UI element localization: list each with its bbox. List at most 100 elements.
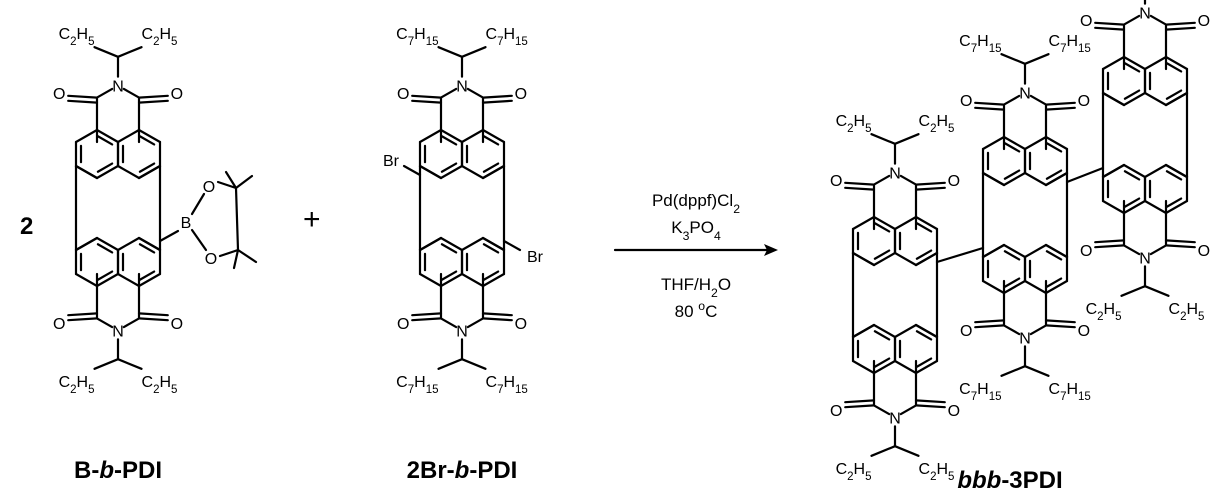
reactant2-imide-bond — [439, 317, 458, 329]
reactant1-ethyl-group-part: 2 — [153, 384, 159, 396]
product-pdi-2-heptyl-group-part: C — [959, 381, 971, 398]
product-pdi-1-core-bond — [851, 251, 876, 267]
product-pdi-2-heptyl-group: C7H15 — [959, 381, 1001, 403]
product-pdi-2-ring-bond — [1023, 171, 1048, 187]
reactant2-carbonyl — [481, 312, 513, 317]
product-pdi-3-ring-bond — [1143, 91, 1168, 107]
product-pdi-1-ethyl-group: C2H5 — [919, 113, 955, 135]
product-pdi-1-ring-bond — [915, 249, 933, 260]
reactant1-ethyl-group-part: C — [142, 26, 154, 43]
product-pdi-1-ethyl-group-part: H — [936, 461, 948, 478]
product-pdi-3-ethyl-group: C2H5 — [1086, 301, 1122, 323]
reactant1-carbonyl — [137, 317, 169, 322]
product-pdi-1-oxygen-atom: O — [830, 173, 842, 190]
product-pdi-3-ethyl-group-part: 2 — [1180, 311, 1186, 323]
reactant2-nitrogen-atom: N — [456, 79, 468, 96]
product-pdi-3-ethyl-group-part: C — [1169, 301, 1181, 318]
product-pdi-2-imide-bond — [1029, 94, 1048, 106]
product-biaryl-bond — [1065, 166, 1105, 184]
product-pdi-1-imide-bond — [899, 174, 918, 186]
reactant1-oxygen-atom: O — [53, 316, 65, 333]
reactant2-nitrogen-atom: N — [456, 323, 468, 340]
reactant1-ring-bond — [138, 270, 156, 281]
reactant1-carbonyl — [67, 312, 99, 317]
product-pdi-3-imide-bond — [1122, 244, 1141, 256]
reactant2-ring-bond — [439, 272, 464, 288]
product-pdi-1-ring-bond — [893, 323, 918, 339]
product-pdi-2-imide-bond — [1002, 94, 1021, 106]
product-pdi-2-heptyl-group: C7H15 — [959, 33, 1001, 55]
product-pdi-2-core-bond — [1044, 243, 1069, 259]
product-pdi-1-ethyl-group-part: 5 — [948, 123, 954, 135]
reactant1-alkyl-bond — [93, 46, 120, 58]
reactant1-core-bond — [74, 236, 99, 252]
product-pdi-2-carbonyl — [974, 106, 1006, 111]
product-pdi-1-ethyl-group: C2H5 — [836, 113, 872, 135]
solvent-label: THF/H2O — [661, 275, 731, 300]
reactant1-ring-bond — [116, 272, 141, 288]
reactant2-carbonyl — [481, 94, 513, 99]
product-pdi-1-nitrogen-atom: N — [889, 166, 901, 183]
reactant1-ethyl-group-part: 5 — [88, 384, 94, 396]
reactant1-ring-bond — [137, 272, 162, 288]
temperature-label-part: 80 — [675, 302, 699, 321]
product-pdi-1-ethyl-group: C2H5 — [919, 461, 955, 483]
product-pdi-1-ethyl-group-part: 2 — [930, 123, 936, 135]
product-pdi-1-ring-bond — [872, 251, 897, 267]
reactant1-boronate-bond — [190, 192, 206, 216]
reactant2-heptyl-group-part: 15 — [426, 36, 439, 48]
product-pdi-1-core-bond — [914, 323, 939, 339]
product-pdi-1-ring-bond — [914, 215, 939, 231]
base-label-part: 3 — [683, 229, 690, 243]
reactant2-heptyl-group-part: 7 — [408, 36, 414, 48]
reactant2-core-bond — [481, 164, 506, 180]
reactant1-imide-bond — [122, 87, 141, 99]
reactant2-ring-bond — [460, 236, 485, 252]
reactant1-ethyl-group-part: 2 — [70, 36, 76, 48]
reactant2-name-part: -PDI — [469, 457, 517, 484]
reactant2-core-bond — [418, 164, 443, 180]
reactant1-name-part: b — [99, 457, 114, 484]
reactant1-ring-bond — [95, 164, 120, 180]
product-pdi-1-carbonyl — [914, 186, 946, 191]
product-pdi-2-imide-bond — [1029, 324, 1048, 336]
product-pdi-2-oxygen-atom: O — [960, 93, 972, 110]
product-pdi-3-imide-bond — [1149, 244, 1168, 256]
product-pdi-3-carbonyl — [1164, 21, 1196, 26]
reactant2-ring-bond — [418, 272, 443, 288]
product-pdi-1-ethyl-group-part: C — [919, 461, 931, 478]
product-pdi-1-ring-bond — [915, 222, 933, 233]
product-pdi-1-ring-bond — [893, 251, 918, 267]
product-pdi-2-heptyl-group-part: 7 — [1060, 43, 1066, 55]
product-pdi-1-ring-bond — [872, 323, 897, 339]
temperature-label: 80 oC — [675, 299, 718, 321]
reactant1-ethyl-group-part: H — [77, 374, 89, 391]
reactant1-boronate-bond — [190, 228, 208, 252]
product-pdi-1-ring-bond — [893, 215, 918, 231]
reactant1-ethyl-group-part: 2 — [70, 384, 76, 396]
product-pdi-3-ring-bond — [1123, 170, 1141, 181]
product-pdi-1-ethyl-group: C2H5 — [836, 461, 872, 483]
reactant2-ring-bond — [481, 272, 506, 288]
product-pdi-1-nitrogen-atom: N — [889, 410, 901, 427]
solvent-label-part: THF/H — [661, 275, 711, 294]
product-pdi-1-core-bond — [851, 323, 876, 339]
reactant2-heptyl-group-part: H — [414, 374, 426, 391]
reactant2-ring-bond — [440, 135, 458, 146]
reactant1-core-bond — [137, 236, 162, 252]
product-pdi-2-ring-bond — [1002, 279, 1027, 295]
product-pdi-3-core-bond — [1164, 163, 1189, 179]
product-pdi-2-ring-bond — [1045, 277, 1063, 288]
reactant2-name: 2Br-b-PDI — [407, 457, 518, 484]
reactant1-ring-bond — [137, 128, 162, 144]
reactant1-imide-bond — [95, 317, 114, 329]
product-pdi-1-ring-bond — [851, 359, 876, 375]
product-pdi-2-heptyl-group-part: 15 — [989, 43, 1002, 55]
product-pdi-1-ring-bond — [915, 330, 933, 341]
product-pdi-3-ring-bond — [1143, 163, 1168, 179]
product-pdi-3-oxygen-atom: O — [1198, 13, 1210, 30]
reactant2-heptyl-group-part: H — [503, 374, 515, 391]
product-pdi-2-ring-bond — [1044, 135, 1069, 151]
reactant1-ring-bond — [96, 162, 114, 173]
product-name: bbb-3PDI — [957, 467, 1062, 494]
